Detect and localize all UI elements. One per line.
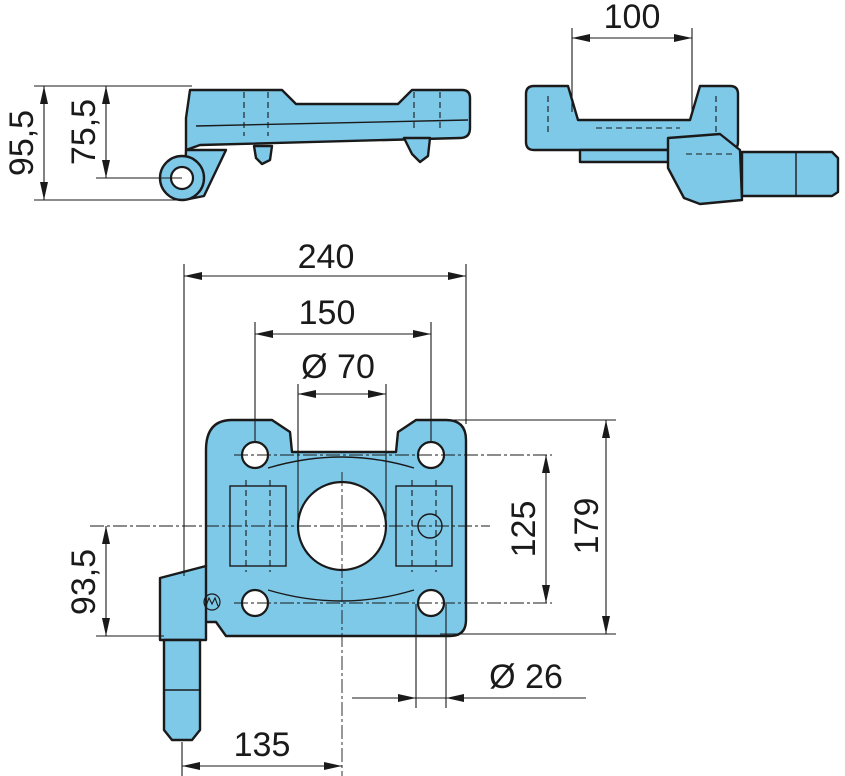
dim-93-arrow-top	[102, 526, 110, 544]
dim-26-arrow-right	[446, 694, 464, 702]
dim-100-label: 100	[604, 0, 661, 36]
dim-70-arrow-right	[368, 390, 386, 398]
dim-93-label: 93,5	[65, 549, 103, 615]
dim-135-arrow-right	[324, 762, 342, 770]
dim-135-arrow-left	[182, 762, 200, 770]
dim-75-label: 75,5	[65, 99, 103, 165]
side-view: 95,5 75,5	[3, 85, 472, 202]
dim-150-arrow-left	[255, 330, 273, 338]
dim-75-arrow-top	[102, 86, 110, 104]
side-view-edge-line	[195, 119, 469, 127]
side-view-lug	[402, 136, 432, 164]
front-view-pin	[740, 150, 840, 198]
front-view-arm	[666, 132, 744, 206]
dim-75-arrow-bottom	[102, 160, 110, 178]
dim-93-arrow-bottom	[102, 618, 110, 636]
dim-240-arrow-left	[184, 272, 202, 280]
dim-179-arrow-bottom	[602, 616, 610, 634]
dim-125-label: 125	[505, 501, 543, 558]
manufacturer-logo	[203, 593, 221, 611]
dim-240-label: 240	[298, 238, 355, 276]
side-view-small-lug	[252, 144, 274, 166]
dim-179-label: 179	[568, 498, 606, 555]
dim-125-arrow-top	[542, 455, 550, 473]
dim-95-label: 95,5	[3, 110, 41, 176]
plan-view-rib-bottom	[267, 589, 415, 602]
dim-240-arrow-right	[448, 272, 466, 280]
plan-view: 240 150 Ø 70 125 179 93,5	[65, 238, 616, 776]
dim-100-arrow-right	[674, 34, 692, 42]
side-view-body	[184, 88, 472, 152]
dim-95-arrow-top	[40, 86, 48, 104]
dim-26-label: Ø 26	[489, 658, 563, 696]
plan-view-rib-top	[267, 456, 415, 469]
dim-150-arrow-right	[413, 330, 431, 338]
front-view: 100	[524, 0, 840, 206]
dim-100-arrow-left	[572, 34, 590, 42]
dim-70-label: Ø 70	[301, 348, 375, 386]
plan-view-pin-boss	[158, 564, 208, 642]
dim-125-arrow-bottom	[542, 585, 550, 603]
dim-70-arrow-left	[298, 390, 316, 398]
dim-135-label: 135	[234, 726, 291, 764]
dim-150-label: 150	[299, 294, 356, 332]
dim-95-arrow-bottom	[40, 182, 48, 200]
dim-26-arrow-left	[398, 694, 416, 702]
dim-179-arrow-top	[602, 420, 610, 438]
